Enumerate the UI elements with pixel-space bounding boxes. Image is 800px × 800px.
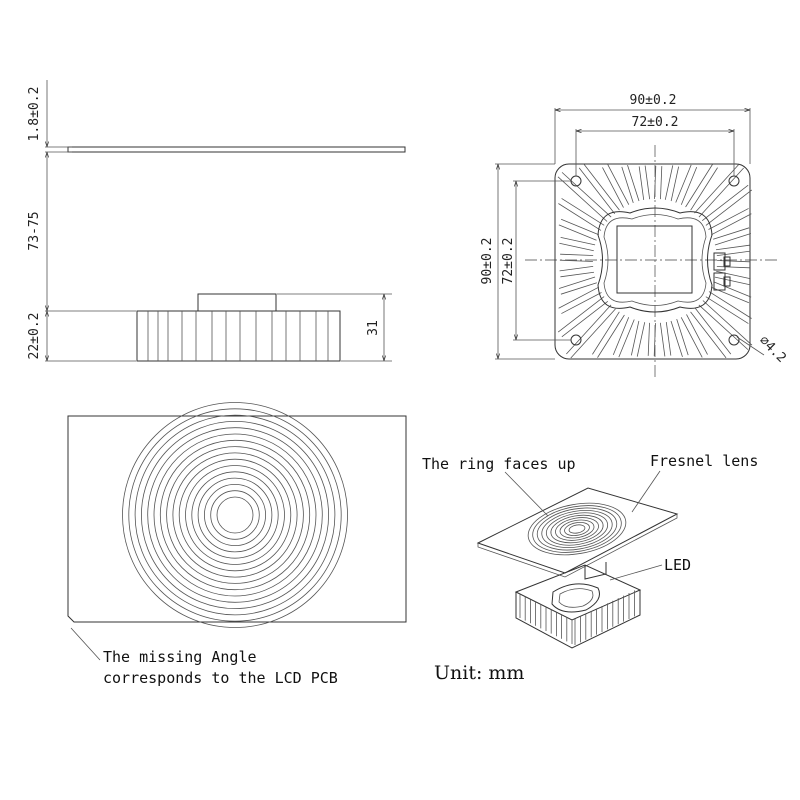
fresnel-ring <box>178 458 292 572</box>
terminal-bottom <box>713 272 726 291</box>
iso-ring <box>564 522 590 536</box>
lens-note-line2: corresponds to the LCD PCB <box>103 669 338 687</box>
radial-fin <box>685 164 718 211</box>
lens-note-line1: The missing Angle <box>103 648 257 666</box>
led-chip <box>616 225 693 294</box>
dim-lens-thickness: 1.8±0.2 <box>27 87 42 142</box>
radial-fin <box>713 227 752 246</box>
terminal-top <box>713 252 726 271</box>
mount-hole <box>728 175 740 187</box>
led-chamber <box>597 207 713 313</box>
fresnel-ring <box>197 477 273 553</box>
assembly-lens-plate <box>476 487 679 574</box>
radial-fin <box>558 198 605 231</box>
radial-fin <box>621 164 640 203</box>
side-view: 1.8±0.2 73-75 22±0.2 31 <box>27 80 406 362</box>
dim-hole-diameter: ⌀4.2 <box>756 333 789 366</box>
side-lens-plate <box>67 146 406 153</box>
dim-outer-height: 90±0.2 <box>480 238 495 285</box>
radial-fin <box>558 276 597 295</box>
iso-ring <box>532 505 622 553</box>
radial-fin <box>705 291 752 324</box>
fresnel-ring <box>185 465 285 565</box>
radial-fin <box>675 164 698 205</box>
radial-fin <box>647 322 656 357</box>
fresnel-ring <box>216 496 254 534</box>
radial-fin <box>698 300 753 350</box>
fresnel-lens-plate <box>67 415 407 623</box>
mount-hole <box>570 175 582 187</box>
mount-hole <box>728 334 740 346</box>
radial-fin <box>559 265 595 278</box>
radial-fin <box>654 165 663 200</box>
fresnel-ring <box>159 439 311 591</box>
dim-heatsink-height: 22±0.2 <box>27 313 42 360</box>
assembly-led-dome <box>551 583 600 613</box>
radial-fin <box>680 314 708 358</box>
fresnel-ring <box>140 420 329 609</box>
radial-fin <box>557 296 609 338</box>
dim-outer-width: 90±0.2 <box>630 93 677 108</box>
radial-fin <box>716 260 751 269</box>
fresnel-ring <box>203 483 266 546</box>
unit-label: Unit: mm <box>434 662 524 684</box>
radial-fin <box>592 311 625 358</box>
dim-total-height: 31 <box>366 320 381 336</box>
radial-fin <box>612 317 635 358</box>
fresnel-ring <box>166 446 304 584</box>
fresnel-ring <box>147 427 323 603</box>
top-heatsink <box>554 163 753 360</box>
dim-hole-spacing-y: 72±0.2 <box>501 238 516 285</box>
radial-fin <box>690 307 732 359</box>
led-label: LED <box>664 556 691 574</box>
fresnel-ring <box>210 490 260 540</box>
radial-fin <box>664 165 680 202</box>
iso-ring <box>559 519 595 539</box>
top-view: 90±0.2 72±0.2 90±0.2 72±0.2 ⌀4.2 <box>480 93 789 378</box>
fresnel-ring <box>191 471 279 559</box>
iso-ring <box>550 514 604 544</box>
radial-fin <box>638 165 651 201</box>
fresnel-lens-label: Fresnel lens <box>650 452 758 470</box>
fresnel-ring <box>153 433 317 597</box>
assembly-heatsink <box>514 562 642 649</box>
radial-fin <box>578 163 620 215</box>
fresnel-lens-view: The missing Angle corresponds to the LCD… <box>67 402 407 687</box>
iso-ring <box>536 507 618 551</box>
radial-fin <box>559 236 596 252</box>
iso-ring <box>568 524 586 534</box>
radial-fin <box>630 320 646 357</box>
radial-fin <box>558 218 599 241</box>
dim-gap: 73-75 <box>27 211 42 250</box>
radial-fin <box>559 253 594 262</box>
fresnel-ring <box>128 408 342 622</box>
fresnel-ring <box>134 414 336 616</box>
radial-fin <box>715 244 751 257</box>
radial-fin <box>701 184 753 226</box>
dim-hole-spacing-x: 72±0.2 <box>632 115 679 130</box>
radial-fin <box>670 319 689 358</box>
radial-fin <box>602 164 630 208</box>
iso-ring <box>555 517 599 541</box>
radial-fin <box>558 286 602 314</box>
iso-ring <box>545 512 609 546</box>
assembly-view: The ring faces up Fresnel lens LED <box>422 452 758 649</box>
fresnel-ring <box>172 452 298 578</box>
radial-fin <box>566 304 616 359</box>
radial-fin <box>708 208 752 236</box>
iso-ring <box>541 510 613 548</box>
radial-fin <box>711 281 752 304</box>
fresnel-ring <box>122 402 348 628</box>
radial-fin <box>557 172 612 222</box>
radial-fin <box>694 163 744 218</box>
ring-faces-up-label: The ring faces up <box>422 455 576 473</box>
side-heatsink <box>136 293 341 362</box>
iso-ring <box>527 502 627 556</box>
radial-fin <box>659 321 672 357</box>
